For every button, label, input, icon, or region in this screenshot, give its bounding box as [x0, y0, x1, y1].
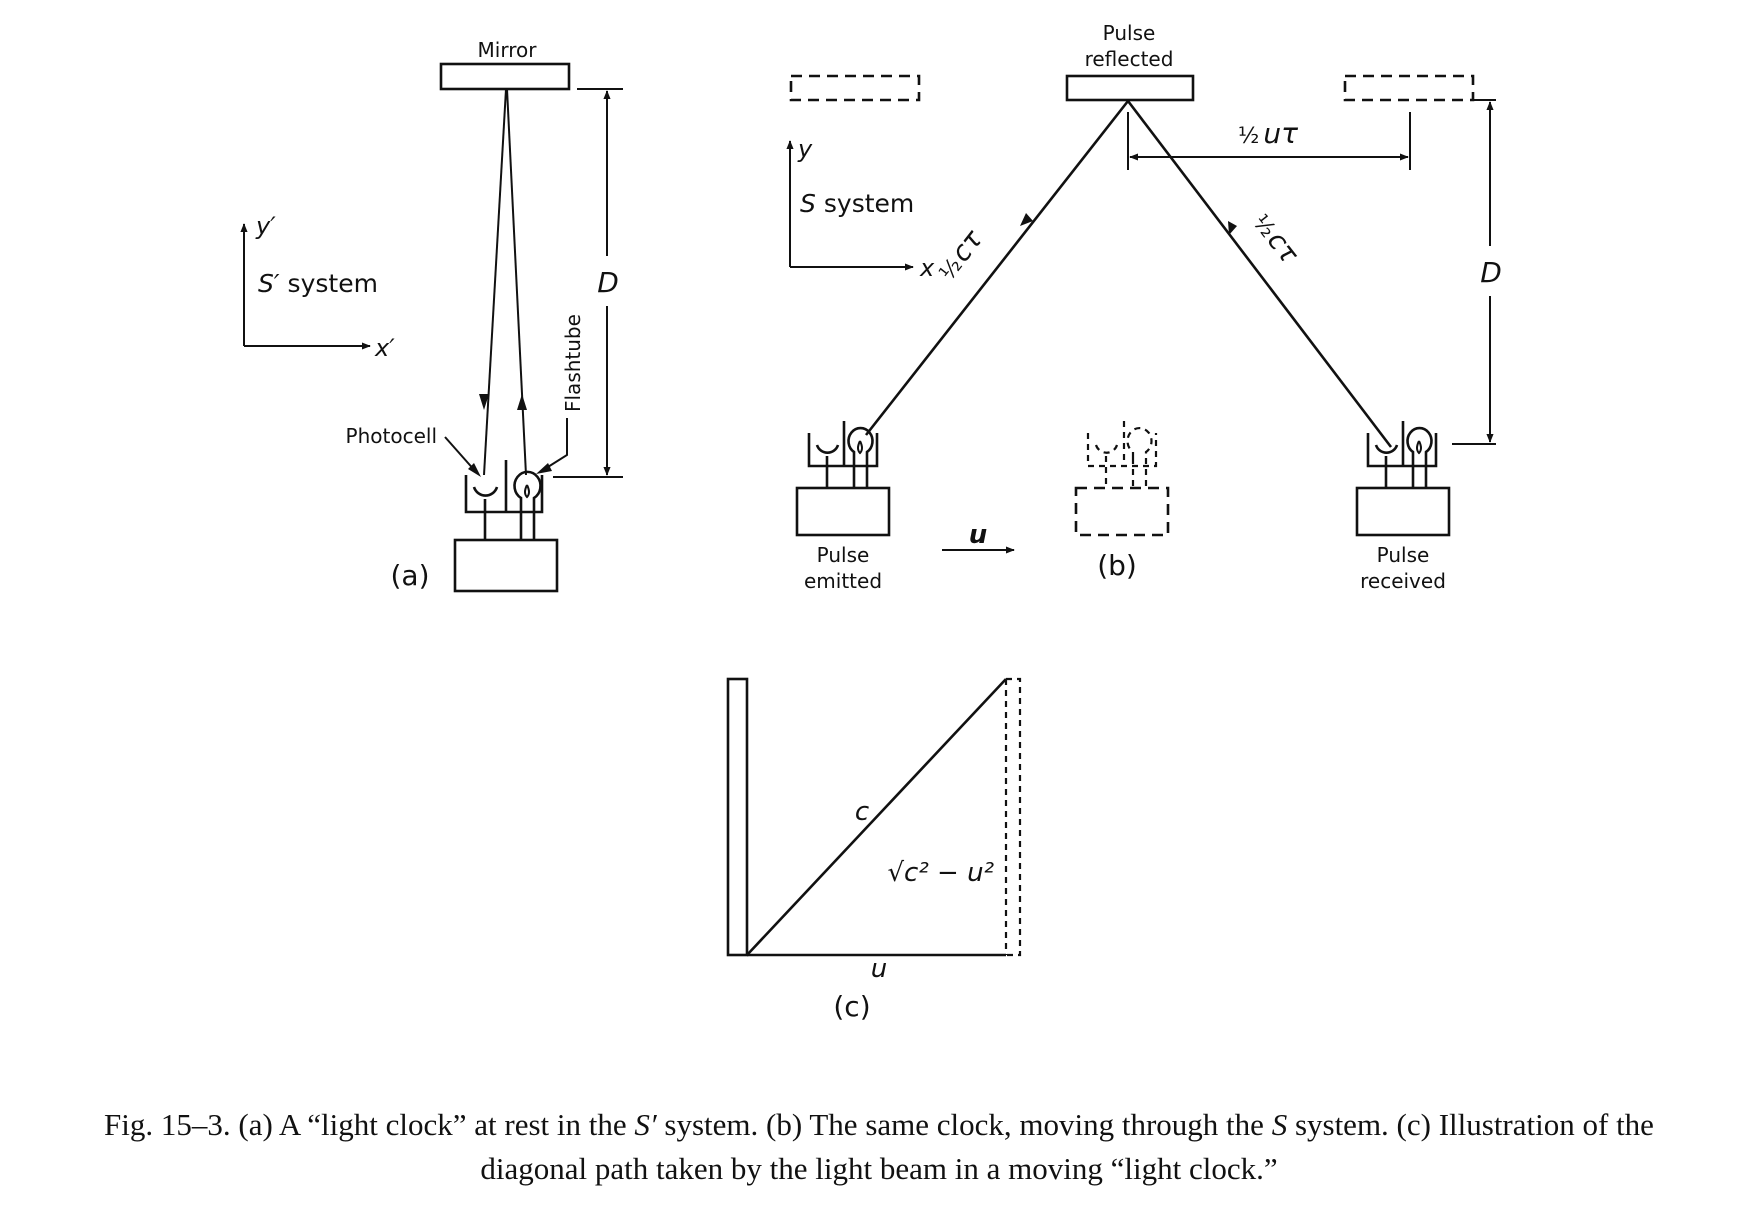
- panel-c: c √c² − u² u (c): [726, 677, 1022, 1023]
- flashtube-pointer-arrow-icon: [536, 463, 552, 474]
- y-prime-axis-label: y′: [255, 212, 276, 240]
- clock-column: [726, 677, 749, 957]
- clock-base-ghost: [1074, 486, 1170, 537]
- photocell-pointer-arrow-icon: [468, 463, 481, 477]
- panel-a-label: (a): [390, 559, 429, 592]
- photocell-label: Photocell: [346, 424, 437, 448]
- light-beam-up: [506, 88, 527, 476]
- light-beam-down: [483, 88, 507, 476]
- clock-device-a: [453, 460, 559, 593]
- pulse-received-label-2: received: [1360, 569, 1446, 593]
- beam-up-arrow-icon: [517, 394, 527, 410]
- pulse-emitted-label-2: emitted: [804, 569, 882, 593]
- figure-caption-line-1: Fig. 15–3. (a) A “light clock” at rest i…: [0, 1103, 1758, 1147]
- mirror-reflected: [1065, 74, 1195, 102]
- flashtube-icon: [1406, 426, 1433, 458]
- clock-base-received: [1355, 486, 1451, 537]
- light-path-up: [864, 100, 1130, 436]
- caption-text: system. (b) The same clock, moving throu…: [656, 1107, 1272, 1142]
- pulse-reflected-label-1: Pulse: [1103, 21, 1156, 45]
- panel-c-label: (c): [833, 990, 870, 1023]
- y-axis-label: y: [797, 135, 813, 163]
- panel-a: Mirror y′ x′ S′system D Flashtube Photoc…: [240, 38, 623, 593]
- clock-device-ghost: [1074, 421, 1170, 537]
- pulse-received-label-1: Pulse: [1377, 543, 1430, 567]
- mirror-label: Mirror: [478, 38, 538, 62]
- flashtube-icon: [513, 470, 542, 505]
- panel-b-label: (b): [1097, 549, 1137, 582]
- flashtube-label: Flashtube: [561, 314, 585, 412]
- clock-base-emitted: [795, 486, 891, 537]
- mirror: [439, 62, 571, 91]
- clock-device-received: [1355, 421, 1451, 537]
- figure-caption-line-2: diagonal path taken by the light beam in…: [480, 1151, 1278, 1186]
- velocity-u-label: u: [969, 520, 988, 550]
- pulse-emitted-label-1: Pulse: [817, 543, 870, 567]
- path-up-arrow-icon: [1020, 213, 1033, 226]
- path-down-label: ½cτ: [1246, 207, 1304, 270]
- distance-d-label: D: [597, 266, 619, 299]
- caption-text: system. (c) Illustration of the: [1287, 1107, 1654, 1142]
- photocell-icon: [1374, 444, 1399, 454]
- vertical-sqrt-label: √c² − u²: [887, 858, 994, 888]
- ghost-column: [1006, 677, 1022, 957]
- caption-text: Fig. 15–3. (a) A “light clock” at rest i…: [104, 1107, 635, 1142]
- beam-down-arrow-icon: [479, 394, 489, 410]
- distance-d-label-b: D: [1480, 256, 1502, 289]
- photocell-icon: [815, 444, 840, 454]
- light-path-down: [1126, 100, 1393, 448]
- hypotenuse-c-label: c: [855, 797, 869, 827]
- caption-symbol-s-prime: S′: [634, 1107, 657, 1142]
- flashtube-leader: [539, 418, 568, 473]
- x-prime-axis-label: x′: [374, 334, 395, 362]
- clock-device-emitted: [795, 421, 891, 537]
- mirror-initial-ghost: [789, 74, 921, 102]
- photocell-icon: [472, 486, 499, 497]
- path-down-arrow-icon: [1228, 221, 1237, 235]
- base-u-label: u: [871, 954, 887, 984]
- pulse-reflected-label-2: reflected: [1085, 47, 1174, 71]
- flashtube-icon: [847, 426, 874, 458]
- clock-base-a: [453, 538, 559, 593]
- path-up-label: ½cτ: [931, 224, 989, 287]
- x-axis-label: x: [919, 254, 935, 282]
- mirror-final-ghost: [1343, 74, 1475, 102]
- hypotenuse-c-line: [746, 678, 1007, 956]
- s-prime-system-label: S′system: [258, 269, 378, 298]
- caption-symbol-s: S: [1271, 1107, 1288, 1142]
